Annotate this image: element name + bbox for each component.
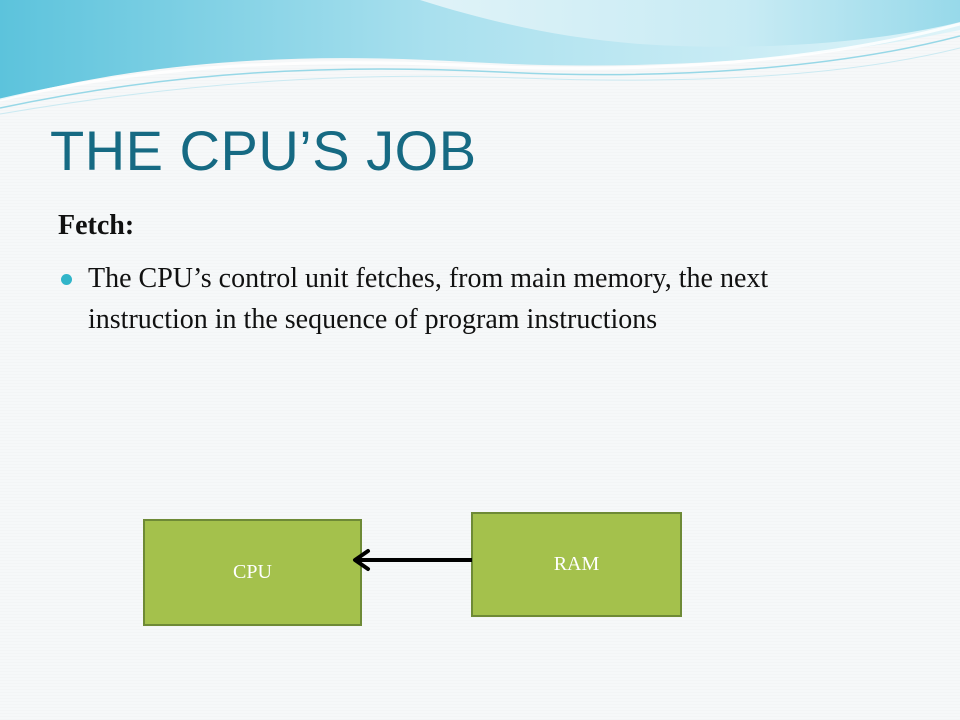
bullet-item: The CPU’s control unit fetches, from mai… <box>58 258 888 340</box>
cpu-node: CPU <box>143 519 362 626</box>
bullet-dot-icon <box>61 274 72 285</box>
slide-title: THE CPU’S JOB <box>50 119 477 182</box>
section-heading: Fetch: <box>58 210 135 241</box>
bullet-text: The CPU’s control unit fetches, from mai… <box>88 263 769 335</box>
header-wave-decoration <box>0 0 960 115</box>
fetch-arrow-icon <box>353 549 472 571</box>
ram-node: RAM <box>471 512 682 617</box>
